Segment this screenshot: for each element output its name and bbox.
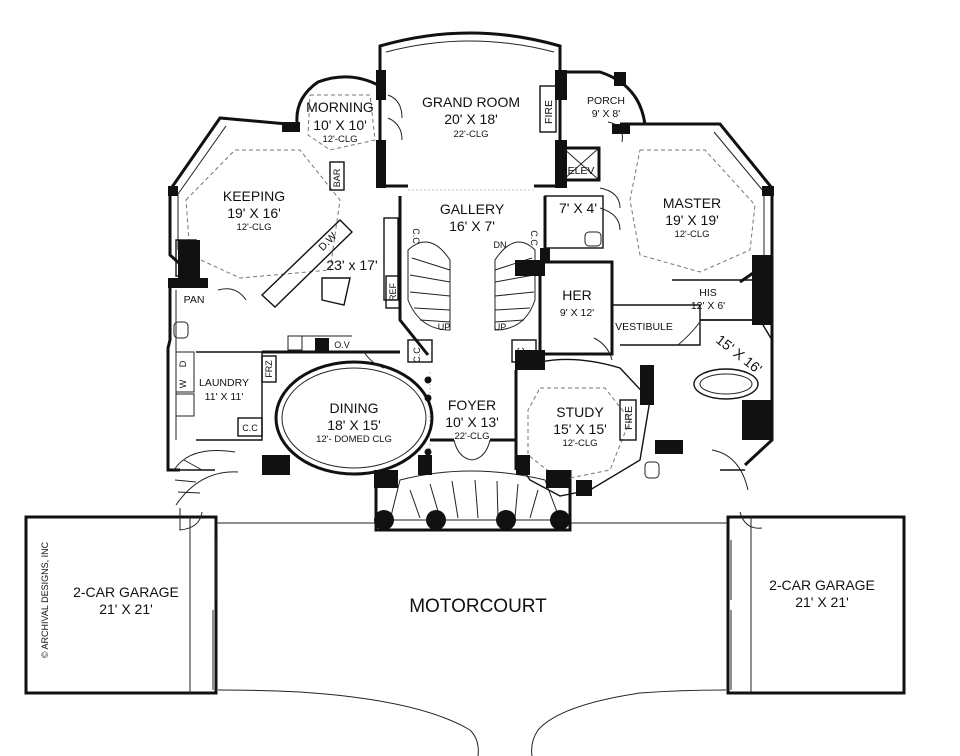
columns — [374, 376, 570, 530]
garage-right-name: 2-CAR GARAGE — [769, 577, 875, 593]
dw-label: D.W — [316, 230, 339, 253]
her-name: HER — [562, 287, 592, 303]
fire-label-study: FIRE — [623, 406, 635, 430]
laundry-name: LAUNDRY — [199, 377, 249, 389]
porch-name: PORCH — [587, 95, 625, 107]
garage-left-dim: 21' X 21' — [99, 601, 153, 617]
gallery-name: GALLERY — [440, 201, 505, 217]
stair-up-left: UP — [438, 322, 451, 332]
solid-wall-blocks — [168, 70, 774, 496]
morning-name: MORNING — [306, 99, 374, 115]
stair-up-right: UP — [494, 322, 507, 332]
grand-room-dim: 20' X 18' — [444, 111, 498, 127]
morning-dim: 10' X 10' — [313, 117, 367, 133]
kitchen-dim: 23' x 17' — [326, 257, 377, 273]
dining-oval — [274, 360, 434, 476]
laundry-dim: 11' X 11' — [205, 391, 244, 403]
cc-label-gallery-right: C.C — [529, 230, 539, 246]
ref-label: REF — [388, 282, 398, 301]
master-name: MASTER — [663, 195, 721, 211]
elev-label: ELEV — [568, 165, 595, 177]
vestibule-name: VESTIBULE — [615, 321, 673, 333]
ov-label: O.V — [334, 340, 350, 350]
morning-clg: 12'-CLG — [322, 134, 357, 145]
dining-name: DINING — [330, 400, 379, 416]
stair-down: DN — [494, 240, 507, 250]
fire-label-grand: FIRE — [543, 100, 555, 124]
fixture-boxes — [175, 85, 637, 441]
foyer-name: FOYER — [448, 397, 496, 413]
washer-label: W — [178, 379, 188, 388]
garage-left-structure — [24, 515, 218, 695]
bath-fixtures — [173, 231, 759, 479]
copyright-text: © ARCHIVAL DESIGNS, INC — [40, 541, 50, 658]
garage-right-dim: 21' X 21' — [795, 594, 849, 610]
dryer-label: D — [178, 360, 188, 367]
keeping-dim: 19' X 16' — [227, 205, 281, 221]
cc-label-gallery-left: C.C — [411, 228, 421, 244]
fixture-labels: FIRE FIRE FIRE BAR ELEV D.W REF PAN FRZ … — [175, 100, 635, 433]
keeping-name: KEEPING — [223, 188, 285, 204]
grand-room-clg: 22'-CLG — [453, 129, 488, 140]
garage-left-name: 2-CAR GARAGE — [73, 584, 179, 600]
cc-label-right: C.C — [516, 347, 526, 363]
study-dim: 15' X 15' — [553, 421, 607, 437]
closet-7x4-dim: 7' X 4' — [559, 200, 597, 216]
frz-label: FRZ — [264, 360, 274, 378]
foyer-dim: 10' X 13' — [445, 414, 499, 430]
dining-dim: 18' X 15' — [327, 417, 381, 433]
foyer-clg: 22'-CLG — [454, 431, 489, 442]
garage-right-structure — [726, 515, 906, 695]
bar-label: BAR — [332, 168, 342, 187]
her-dim: 9' X 12' — [560, 307, 594, 319]
cc-label-laundry: C.C — [242, 423, 258, 433]
curved-stairs — [173, 241, 749, 521]
pan-label: PAN — [184, 294, 205, 306]
keeping-clg: 12'-CLG — [236, 222, 271, 233]
study-clg: 12'-CLG — [562, 438, 597, 449]
cc-label-left: C.C — [412, 347, 422, 363]
kitchen-island — [260, 217, 399, 308]
his-name: HIS — [699, 287, 717, 299]
study-name: STUDY — [556, 404, 604, 420]
motorcourt-edges — [216, 522, 728, 756]
dining-clg: 12'- DOMED CLG — [316, 434, 392, 445]
grand-room-name: GRAND ROOM — [422, 94, 520, 110]
ceiling-dashes — [185, 94, 756, 481]
master-clg: 12'-CLG — [674, 229, 709, 240]
porch-dim: 9' X 8' — [592, 108, 621, 120]
gallery-dim: 16' X 7' — [449, 218, 495, 234]
motorcourt-name: MOTORCOURT — [409, 596, 547, 617]
master-dim: 19' X 19' — [665, 212, 719, 228]
interior-walls — [196, 146, 773, 532]
his-dim: 12' X 6' — [691, 300, 725, 312]
